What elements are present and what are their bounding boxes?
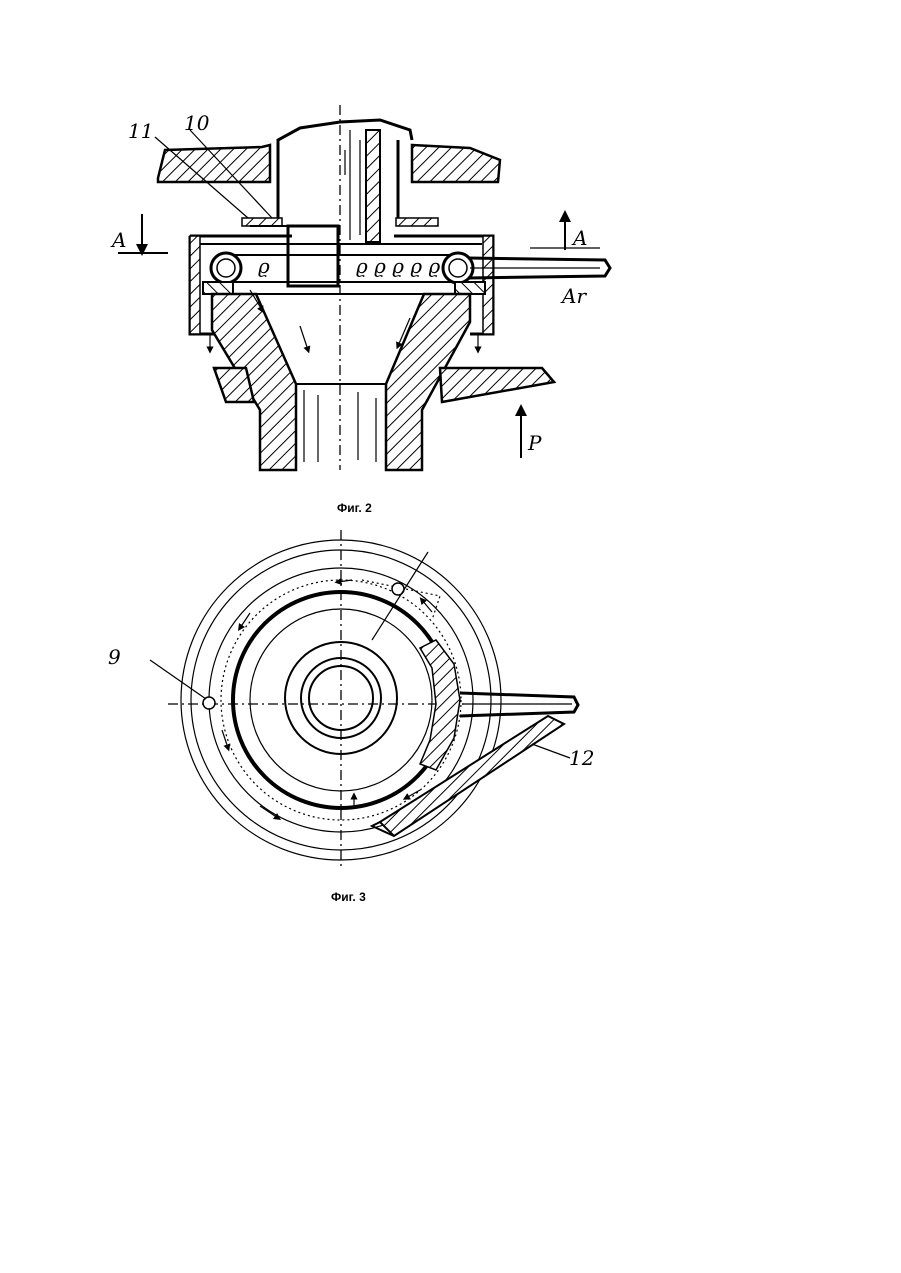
figure-2-caption: Фиг. 2 (337, 501, 372, 515)
leader-9 (150, 660, 206, 699)
annular-pipe-left (211, 253, 241, 283)
figure-3-drawing (150, 530, 578, 868)
label-section-a-right: A (571, 226, 587, 250)
figure-2-drawing: ϱ ϱ ϱ ϱ ϱ ϱ (118, 105, 610, 470)
inlet-chamber-wall (420, 640, 460, 770)
distribution-holes: ϱ ϱ ϱ ϱ ϱ ϱ (258, 254, 440, 278)
top-plate-left (158, 145, 270, 182)
label-argon: Ar (560, 284, 587, 308)
label-9: 9 (108, 645, 121, 669)
seal-plate-left (242, 218, 282, 226)
seal-plate-right (396, 218, 438, 226)
figure-3-caption: Фиг. 3 (331, 890, 366, 904)
label-section-a-left: A (110, 228, 126, 252)
svg-text:ϱ: ϱ (258, 254, 270, 278)
label-pressure: P (527, 431, 542, 455)
inner-pipe (366, 130, 380, 242)
svg-text:ϱ ϱ ϱ ϱ ϱ: ϱ ϱ ϱ ϱ ϱ (356, 254, 440, 278)
label-12: 12 (569, 746, 594, 770)
base-support-right (440, 368, 554, 402)
return-duct-12 (380, 716, 564, 836)
leader-12 (532, 744, 570, 758)
base-support-left (214, 368, 254, 402)
label-10: 10 (184, 111, 210, 135)
top-plate-right (412, 145, 500, 182)
label-11: 11 (128, 119, 153, 143)
